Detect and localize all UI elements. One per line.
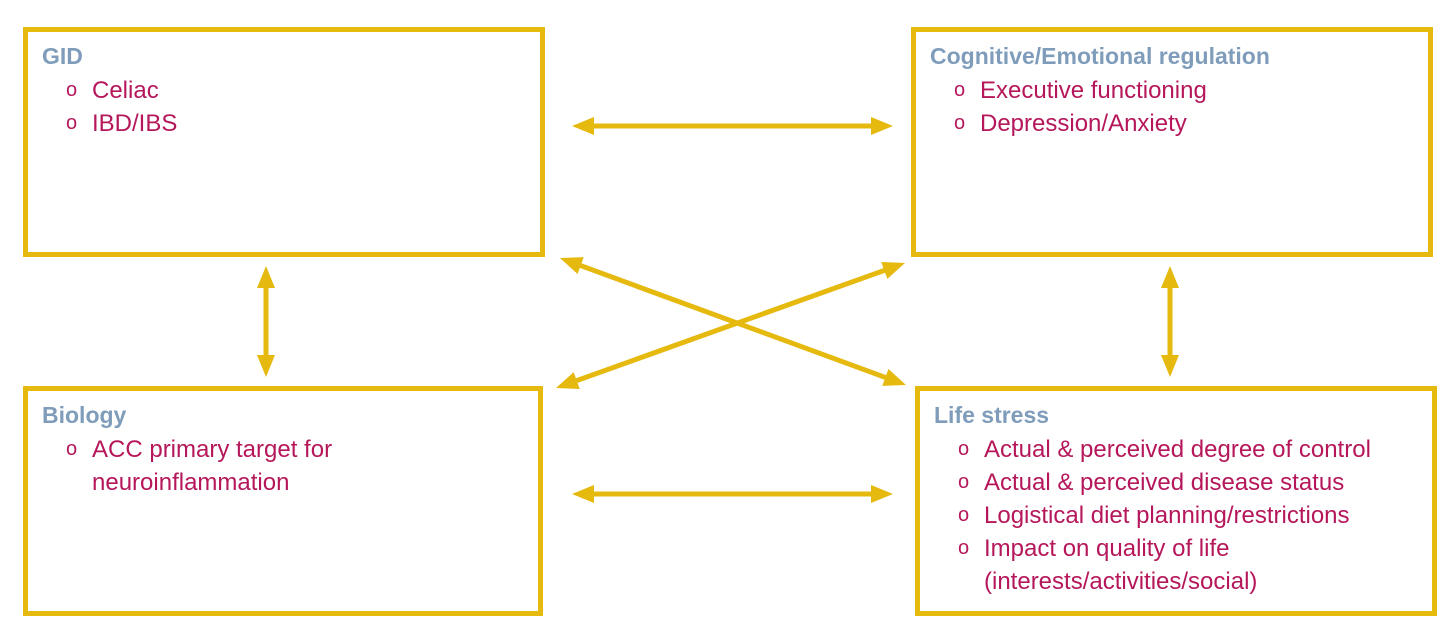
list-item: o ACC primary target for neuroinflammatio… bbox=[66, 433, 524, 499]
arrow-gid-to-cognitive bbox=[572, 117, 893, 135]
bullet-icon: o bbox=[958, 471, 970, 493]
bullet-icon: o bbox=[66, 79, 78, 101]
biology-box: Biology o ACC primary target for neuroinf… bbox=[23, 386, 543, 616]
list-item-text: Executive functioning bbox=[980, 77, 1207, 104]
bullet-icon: o bbox=[958, 504, 970, 526]
list-item-text: Impact on quality of life (interests/act… bbox=[984, 535, 1258, 595]
arrow-gid-to-life-stress bbox=[560, 257, 906, 386]
cognitive-title: Cognitive/Emotional regulation bbox=[930, 43, 1270, 69]
arrowhead-icon bbox=[556, 372, 580, 390]
arrowhead-icon bbox=[560, 257, 584, 275]
arrowhead-icon bbox=[572, 485, 594, 503]
biology-item-list: o ACC primary target for neuroinflammatio… bbox=[42, 433, 524, 499]
list-item: o Actual & perceived disease status bbox=[958, 466, 1418, 499]
arrowhead-icon bbox=[881, 261, 905, 279]
list-item: o Actual & perceived degree of control bbox=[958, 433, 1418, 466]
bullet-icon: o bbox=[66, 438, 78, 460]
arrowhead-icon bbox=[572, 117, 594, 135]
list-item: o Celiac bbox=[66, 74, 526, 107]
arrow-cognitive-to-biology bbox=[556, 261, 905, 390]
list-item: o Depression/Anxiety bbox=[954, 107, 1414, 140]
arrowhead-icon bbox=[257, 266, 275, 288]
biology-title: Biology bbox=[42, 402, 127, 428]
arrow-gid-to-biology bbox=[257, 266, 275, 377]
bullet-icon: o bbox=[958, 537, 970, 559]
gid-title: GID bbox=[42, 43, 83, 69]
bullet-icon: o bbox=[954, 112, 966, 134]
list-item-text: ACC primary target for neuroinflammation bbox=[92, 436, 333, 496]
list-item-text: Actual & perceived disease status bbox=[984, 469, 1345, 496]
list-item-text: Actual & perceived degree of control bbox=[984, 436, 1371, 463]
list-item-text: IBD/IBS bbox=[92, 110, 178, 137]
list-item-text: Celiac bbox=[92, 77, 159, 104]
arrow-biology-to-life-stress bbox=[572, 485, 893, 503]
list-item-text: Depression/Anxiety bbox=[980, 110, 1187, 137]
arrowhead-icon bbox=[1161, 266, 1179, 288]
arrowhead-icon bbox=[871, 117, 893, 135]
bullet-icon: o bbox=[66, 112, 78, 134]
bullet-icon: o bbox=[954, 79, 966, 101]
cognitive-box: Cognitive/Emotional regulation o Executiv… bbox=[911, 27, 1433, 257]
arrowhead-icon bbox=[257, 355, 275, 377]
arrowhead-icon bbox=[1161, 355, 1179, 377]
list-item: o IBD/IBS bbox=[66, 107, 526, 140]
arrowhead-icon bbox=[871, 485, 893, 503]
list-item-text: Logistical diet planning/restrictions bbox=[984, 502, 1350, 529]
life-stress-title: Life stress bbox=[934, 402, 1050, 428]
list-item: o Executive functioning bbox=[954, 74, 1414, 107]
arrowhead-icon bbox=[882, 368, 906, 386]
list-item: o Impact on quality of life (interests/ac… bbox=[958, 532, 1418, 598]
list-item: o Logistical diet planning/restrictions bbox=[958, 499, 1418, 532]
life-stress-box: Life stress o Actual & perceived degree o… bbox=[915, 386, 1437, 616]
bullet-icon: o bbox=[958, 438, 970, 460]
arrow-cognitive-to-life-stress bbox=[1161, 266, 1179, 377]
